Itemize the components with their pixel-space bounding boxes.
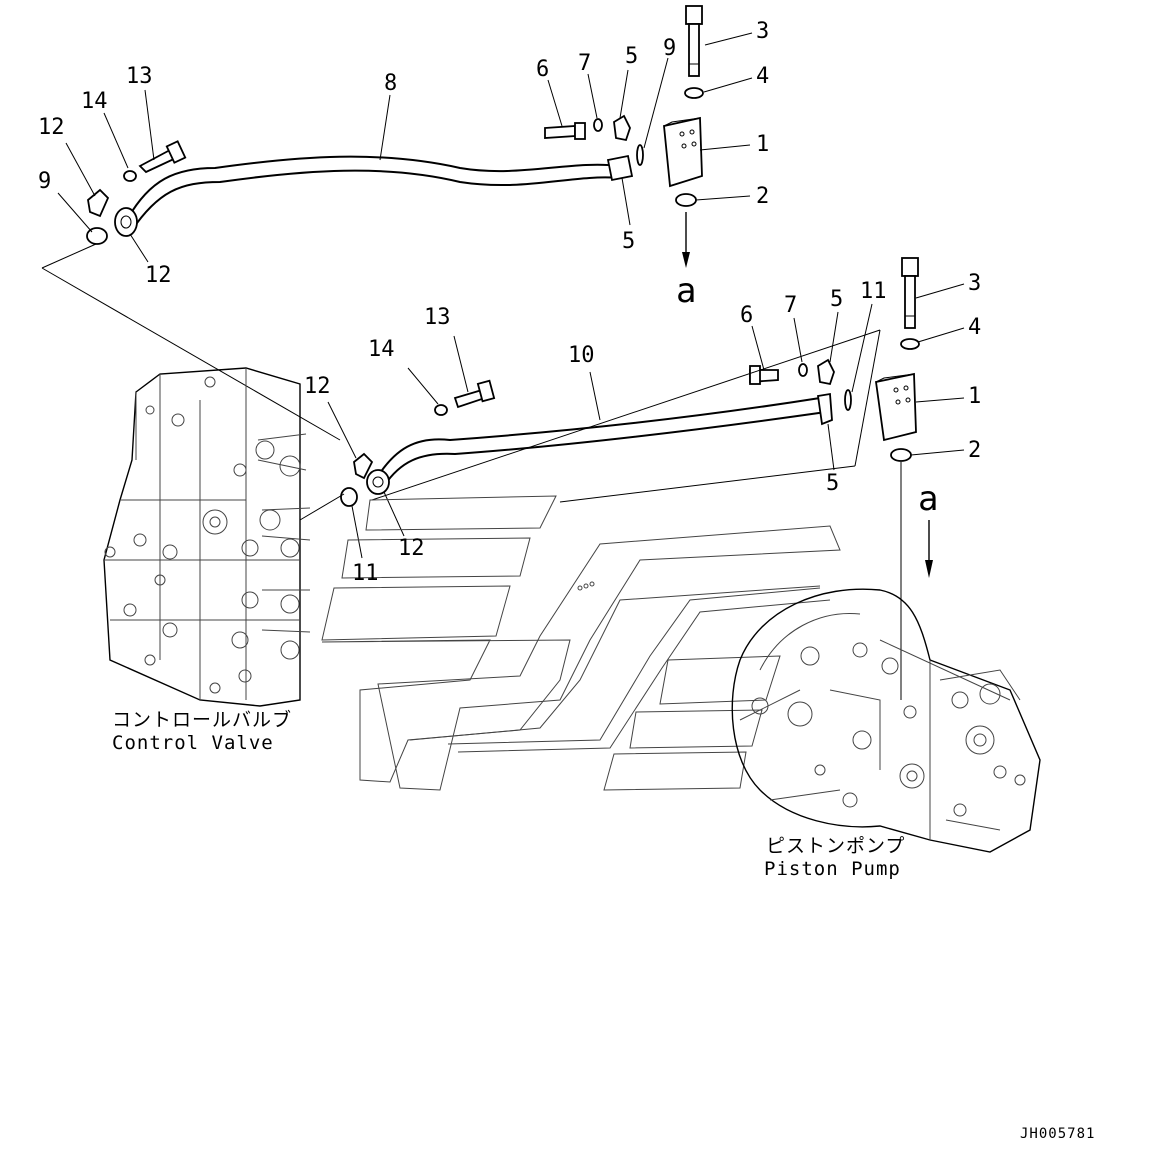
bolt-3-upper[interactable] (685, 5, 703, 25)
callout-11-right: 11 (860, 279, 887, 304)
view-ref-a-lower: a (918, 479, 938, 519)
washer-14-upper[interactable] (123, 170, 137, 182)
bolt-3-lower[interactable] (901, 257, 919, 277)
washer-7-lower[interactable] (798, 363, 808, 377)
callout-3-lower: 3 (968, 271, 981, 296)
callout-3-upper: 3 (756, 19, 769, 44)
elbow-5-upper[interactable] (613, 114, 631, 142)
control-valve-drawing (103, 367, 345, 707)
callout-5b-lower: 5 (826, 471, 839, 496)
callout-8: 8 (384, 71, 397, 96)
block-1-lower[interactable] (874, 372, 917, 442)
piston-pump-drawing (731, 588, 1041, 853)
elbow-5-lower[interactable] (817, 358, 835, 386)
block-1-upper[interactable] (663, 116, 703, 188)
washer-4-lower[interactable] (900, 338, 920, 350)
oring-11-left[interactable] (340, 487, 358, 507)
callout-6-upper: 6 (536, 57, 549, 82)
washer-14-lower[interactable] (434, 404, 448, 416)
oring-2-upper[interactable] (675, 193, 697, 207)
lower-leaders (327, 283, 965, 559)
split-flange-12-lower[interactable] (353, 452, 374, 480)
flange-left-lower[interactable] (366, 469, 390, 495)
callout-1-upper: 1 (756, 132, 769, 157)
callout-5a-upper: 5 (625, 44, 638, 69)
callout-9-right-upper: 9 (663, 36, 676, 61)
piston-pump-label-en: Piston Pump (764, 858, 901, 880)
washer-4-upper[interactable] (684, 87, 704, 99)
control-valve-label-en: Control Valve (112, 732, 274, 754)
callout-5a-lower: 5 (830, 287, 843, 312)
callout-2-lower: 2 (968, 438, 981, 463)
callout-12a-lower: 12 (304, 374, 331, 399)
piston-pump-label-jp: ピストンポンプ (766, 835, 905, 857)
split-flange-12-upper[interactable] (87, 188, 110, 218)
callout-1-lower: 1 (968, 384, 981, 409)
control-valve-label-jp: コントロールバルブ (112, 708, 292, 731)
callout-9-left-upper: 9 (38, 169, 51, 194)
callout-7-upper: 7 (578, 51, 591, 76)
hose-8[interactable] (127, 155, 621, 219)
upper-callouts: 3 4 1 2 5 5 6 7 8 9 9 12 12 13 14 a (38, 19, 769, 311)
callout-14-lower: 14 (368, 337, 395, 362)
callout-4-lower: 4 (968, 315, 981, 340)
callout-6-lower: 6 (740, 303, 753, 328)
callout-14-upper: 14 (81, 89, 108, 114)
oring-2-lower[interactable] (890, 448, 912, 462)
drawing-code: JH005781 (1020, 1126, 1095, 1142)
callout-12b-upper: 12 (145, 263, 172, 288)
callout-10: 10 (568, 343, 595, 368)
upper-assembly (86, 5, 704, 268)
callout-11-left: 11 (352, 561, 379, 586)
callout-7-lower: 7 (784, 293, 797, 318)
callout-12b-lower: 12 (398, 536, 425, 561)
upper-leaders (41, 32, 753, 441)
callout-2-upper: 2 (756, 184, 769, 209)
callout-4-upper: 4 (756, 64, 769, 89)
view-ref-a-upper: a (676, 271, 696, 311)
bolt-6-upper[interactable] (544, 125, 576, 139)
lower-assembly (340, 257, 933, 700)
washer-7-upper[interactable] (593, 118, 603, 132)
flange-left-upper[interactable] (114, 207, 138, 237)
captions: コントロールバルブ Control Valve ピストンポンプ Piston P… (112, 708, 1095, 1142)
callout-13-lower: 13 (424, 305, 451, 330)
hose-10[interactable] (377, 397, 821, 477)
oring-9-right-upper[interactable] (636, 144, 644, 166)
oring-11-right[interactable] (844, 389, 852, 411)
callout-12a-upper: 12 (38, 115, 65, 140)
callout-5b-upper: 5 (622, 229, 635, 254)
lower-callouts: 3 4 1 2 5 5 6 7 10 11 11 12 12 13 14 a (304, 271, 981, 586)
callout-13-upper: 13 (126, 64, 153, 89)
